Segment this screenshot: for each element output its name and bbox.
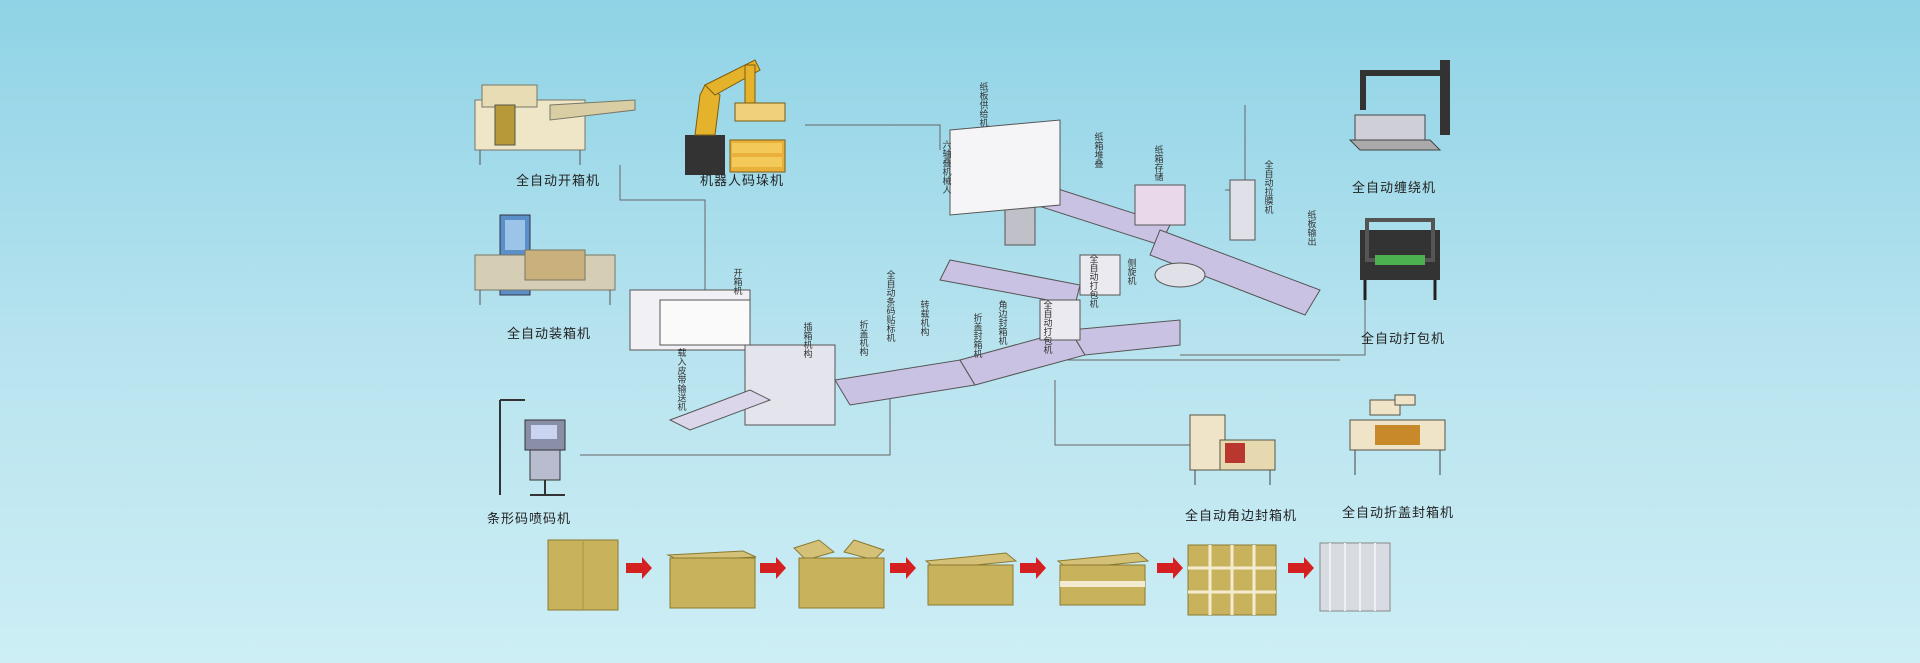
line-label: 六轴叠机械人 bbox=[940, 140, 951, 194]
wrapping-machine-label: 全自动缠绕机 bbox=[1352, 181, 1437, 196]
connector-lines bbox=[580, 105, 1366, 456]
sealed-carton-icon bbox=[924, 552, 1018, 606]
line-label: 全自动打包机 bbox=[1087, 254, 1098, 308]
connector-wrapper bbox=[1225, 105, 1246, 191]
line-label: 侧旋机 bbox=[1125, 258, 1136, 285]
line-label: 全自动拉膜机 bbox=[1262, 160, 1273, 214]
fold-sealer-label: 全自动折盖封箱机 bbox=[1342, 506, 1455, 521]
robot-palletizer-label: 机器人码垛机 bbox=[700, 174, 785, 189]
line-label: 角边封箱机 bbox=[996, 300, 1007, 345]
connector-corner-sealer bbox=[1054, 380, 1190, 446]
robot-palletizer-machine bbox=[685, 59, 786, 175]
wrapped-pallet-icon bbox=[1319, 542, 1391, 612]
arrow-icon bbox=[760, 557, 786, 579]
arrow-icon bbox=[626, 557, 652, 579]
barcode-printer-label: 条形码喷码机 bbox=[487, 512, 572, 527]
connector-robot bbox=[805, 124, 941, 150]
line-label: 纸箱存储 bbox=[1152, 145, 1163, 181]
line-label: 纸箱堆叠 bbox=[1092, 132, 1103, 168]
box-erector-label: 全自动开箱机 bbox=[516, 174, 601, 189]
line-label: 折盖机构 bbox=[857, 320, 868, 356]
case-packer-machine bbox=[474, 214, 616, 305]
strapping-machine-label: 全自动打包机 bbox=[1361, 332, 1446, 347]
line-label: 纸板供给机 bbox=[977, 82, 988, 127]
open-carton-icon bbox=[666, 550, 757, 609]
connector-strapper bbox=[1180, 300, 1366, 356]
line-label: 开箱机 bbox=[731, 268, 742, 295]
arrow-icon bbox=[1020, 557, 1046, 579]
process-arrows bbox=[626, 557, 1314, 579]
arrow-icon bbox=[1157, 557, 1183, 579]
box-erector-machine bbox=[474, 84, 636, 165]
corner-sealer-label: 全自动角边封箱机 bbox=[1185, 509, 1298, 524]
line-label: 全自动打包机 bbox=[1041, 300, 1052, 354]
taped-carton-icon bbox=[1056, 552, 1150, 606]
line-label: 全自动条码贴标机 bbox=[884, 270, 895, 342]
strapping-machine bbox=[1360, 218, 1440, 300]
arrow-icon bbox=[890, 557, 916, 579]
flat-carton-icon bbox=[547, 539, 619, 611]
arrow-icon bbox=[1288, 557, 1314, 579]
line-label: 纸板输出 bbox=[1305, 210, 1316, 246]
line-label: 插箱机构 bbox=[801, 322, 812, 358]
line-label: 载入皮带输送机 bbox=[675, 348, 686, 411]
fold-sealer-machine bbox=[1349, 394, 1446, 475]
production-line bbox=[629, 119, 1321, 431]
corner-sealer-machine bbox=[1189, 414, 1276, 485]
line-label: 转载机构 bbox=[918, 300, 929, 336]
line-label: 折盖封箱机 bbox=[971, 313, 982, 358]
strapped-pallet-icon bbox=[1187, 544, 1277, 616]
case-packer-label: 全自动装箱机 bbox=[507, 327, 592, 342]
connector-printer bbox=[580, 390, 891, 456]
barcode-printer-machine bbox=[499, 399, 566, 496]
filled-carton-icon bbox=[793, 539, 885, 609]
wrapping-machine bbox=[1348, 60, 1450, 151]
